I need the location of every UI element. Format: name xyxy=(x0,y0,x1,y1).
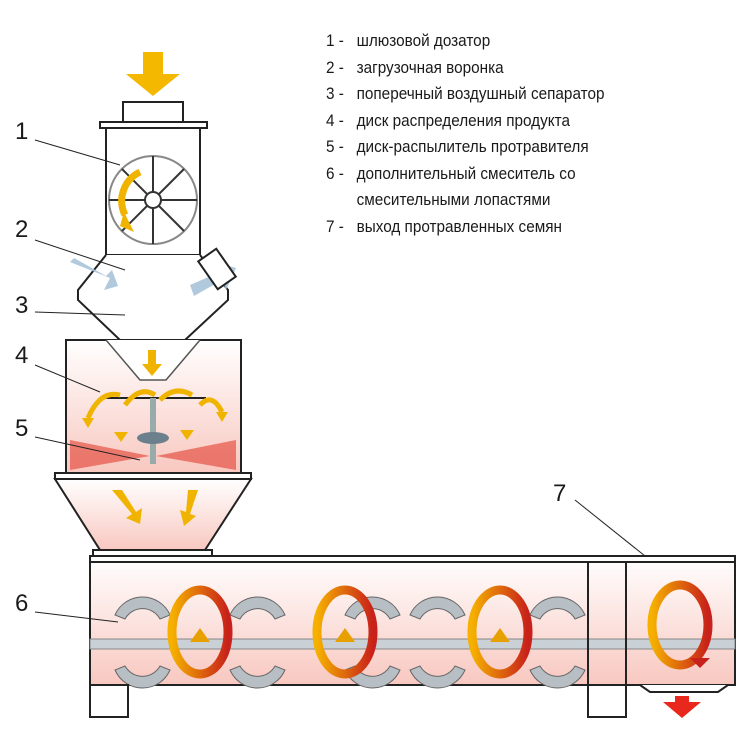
legend-text: дополнительный смеситель со xyxy=(356,163,576,183)
legend-text: шлюзовой дозатор xyxy=(356,31,491,50)
spray-cone xyxy=(70,440,236,470)
mixer-shaft xyxy=(89,638,736,650)
outlet xyxy=(639,684,729,693)
support-leg xyxy=(587,561,627,718)
air-inlet-arrow-icon xyxy=(70,258,118,290)
legend-num: 2 - xyxy=(326,57,344,77)
flow-arrow-icon xyxy=(142,350,162,376)
legend-text: диск распределения продукта xyxy=(356,110,570,130)
top-cap xyxy=(122,101,184,123)
legend-text: выход протравленных семян xyxy=(356,216,562,236)
legend-item: 5 - диск-распылитель протравителя xyxy=(326,134,604,161)
mixer-trough xyxy=(89,555,736,686)
inflow-arrow-icon xyxy=(126,52,180,96)
legend-item: 6 - дополнительный смеситель со xyxy=(326,161,604,188)
label-7: 7 xyxy=(553,480,567,507)
discharge-cone xyxy=(53,478,253,551)
legend-text: диск-распылитель протравителя xyxy=(356,137,589,156)
legend-text: поперечный воздушный сепаратор xyxy=(356,84,605,103)
legend-num: 7 - xyxy=(326,216,344,236)
legend-num: 6 - xyxy=(326,163,344,183)
label-1: 1 xyxy=(15,118,29,145)
legend-item: 7 - выход протравленных семян xyxy=(326,214,604,241)
legend-item: 2 - загрузочная воронка xyxy=(326,55,604,82)
legend-item: 4 - диск распределения продукта xyxy=(326,108,604,135)
legend-item: 3 - поперечный воздушный сепаратор xyxy=(326,81,604,108)
legend: 1 - шлюзовой дозатор 2 - загрузочная ворон… xyxy=(326,28,604,240)
label-4: 4 xyxy=(15,342,29,369)
legend-item-continuation: смесительными лопастями xyxy=(356,190,551,209)
label-3: 3 xyxy=(15,292,29,319)
legend-num: 4 - xyxy=(326,110,344,130)
legend-num: 3 - xyxy=(326,84,344,103)
rotation-arrow-icons xyxy=(167,580,713,679)
outlet-arrow-icon xyxy=(663,696,701,718)
label-2: 2 xyxy=(15,216,29,243)
legend-item: 1 - шлюзовой дозатор xyxy=(326,28,604,55)
leader-lines xyxy=(34,139,646,623)
legend-num: 5 - xyxy=(326,137,344,156)
label-5: 5 xyxy=(15,415,29,442)
legend-text: загрузочная воронка xyxy=(356,57,504,77)
label-6: 6 xyxy=(15,590,29,617)
spray-disc xyxy=(137,432,169,444)
legend-num: 1 - xyxy=(326,31,344,50)
